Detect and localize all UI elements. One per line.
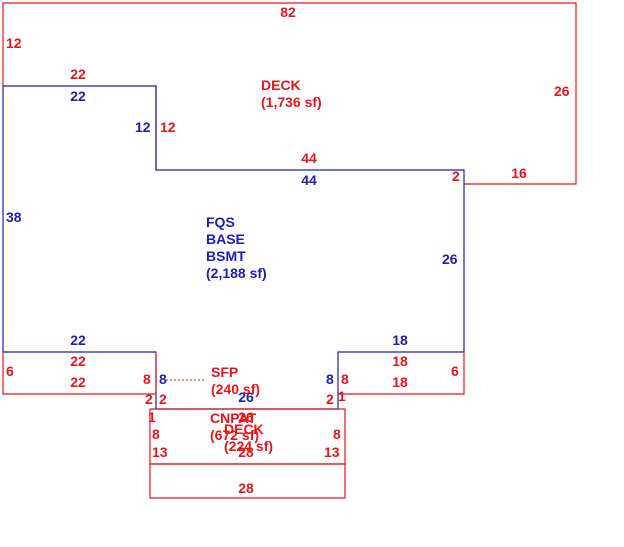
- cnpat-dim-left-small: 1: [148, 409, 156, 425]
- main-dim-step-down: 12: [135, 119, 151, 135]
- sfp-dim-left-upper: 22: [70, 353, 86, 369]
- main-building-outline: [2, 85, 465, 410]
- sfp-dim-right-side: 6: [451, 363, 459, 379]
- main-dim-bottom-center: 26: [238, 389, 254, 405]
- deck-upper-dim-right: 26: [554, 83, 570, 99]
- main-dim-right: 26: [442, 251, 458, 267]
- deck-upper-dim-step-mid: 44: [301, 150, 317, 166]
- deck-upper-outline: [2, 2, 577, 185]
- deck-upper-dim-step-right: 2: [452, 168, 460, 184]
- sfp-dim-left-step-inner: 2: [159, 391, 167, 407]
- sfp-dim-left-side: 6: [6, 363, 14, 379]
- main-area: (2,188 sf): [206, 265, 267, 281]
- cnpat-dim-right-small: 1: [338, 388, 346, 404]
- main-dim-top-mid: 44: [301, 172, 317, 188]
- deck-lower-name: DECK: [224, 421, 264, 437]
- cnpat-area: (672 sf): [210, 427, 259, 443]
- cnpat-name: CNPAT: [210, 410, 257, 426]
- sfp-dim-left-step: 2: [145, 391, 153, 407]
- main-dim-bottom-right: 18: [392, 332, 408, 348]
- main-label-line3: BSMT: [206, 248, 246, 264]
- sfp-dim-right-lower: 18: [392, 374, 408, 390]
- cnpat-dim-top: 26: [238, 409, 254, 425]
- deck-upper-dim-step-top: 22: [70, 66, 86, 82]
- deck-lower-dim-bottom: 28: [238, 480, 254, 496]
- deck-upper-dim-bottom-right: 16: [511, 165, 527, 181]
- deck-upper-dim-step-down: 12: [160, 119, 176, 135]
- deck-upper-dim-top: 82: [280, 4, 296, 20]
- main-dim-top-left: 22: [70, 88, 86, 104]
- deck-upper-area: (1,736 sf): [261, 94, 322, 110]
- deck-upper-name: DECK: [261, 77, 301, 93]
- sfp-left-outline: [2, 352, 157, 395]
- main-dim-notch-right: 8: [326, 371, 334, 387]
- main-label-line2: BASE: [206, 231, 245, 247]
- sfp-dim-right-step: 2: [326, 391, 334, 407]
- cnpat-dim-left: 8: [152, 426, 160, 442]
- deck-lower-area: (224 sf): [224, 438, 273, 454]
- sfp-name: SFP: [211, 364, 238, 380]
- sfp-dim-left-lower: 22: [70, 374, 86, 390]
- main-dim-left: 38: [6, 209, 22, 225]
- deck-upper-dim-left: 12: [6, 35, 22, 51]
- main-dim-bottom-left: 22: [70, 332, 86, 348]
- sfp-area: (240 sf): [211, 381, 260, 397]
- sfp-dim-left-inner: 8: [143, 371, 151, 387]
- main-dim-notch-left: 8: [159, 371, 167, 387]
- main-label-line1: FQS: [206, 214, 235, 230]
- deck-lower-dim-left: 13: [152, 444, 168, 460]
- cnpat-dim-bottom: 28: [238, 444, 254, 460]
- deck-lower-dim-right: 13: [324, 444, 340, 460]
- deck-lower-outline: [149, 463, 346, 499]
- sfp-dim-right-inner: 8: [341, 371, 349, 387]
- cnpat-dim-right: 8: [333, 426, 341, 442]
- sfp-dim-right-upper: 18: [392, 353, 408, 369]
- sfp-right-outline: [338, 352, 465, 395]
